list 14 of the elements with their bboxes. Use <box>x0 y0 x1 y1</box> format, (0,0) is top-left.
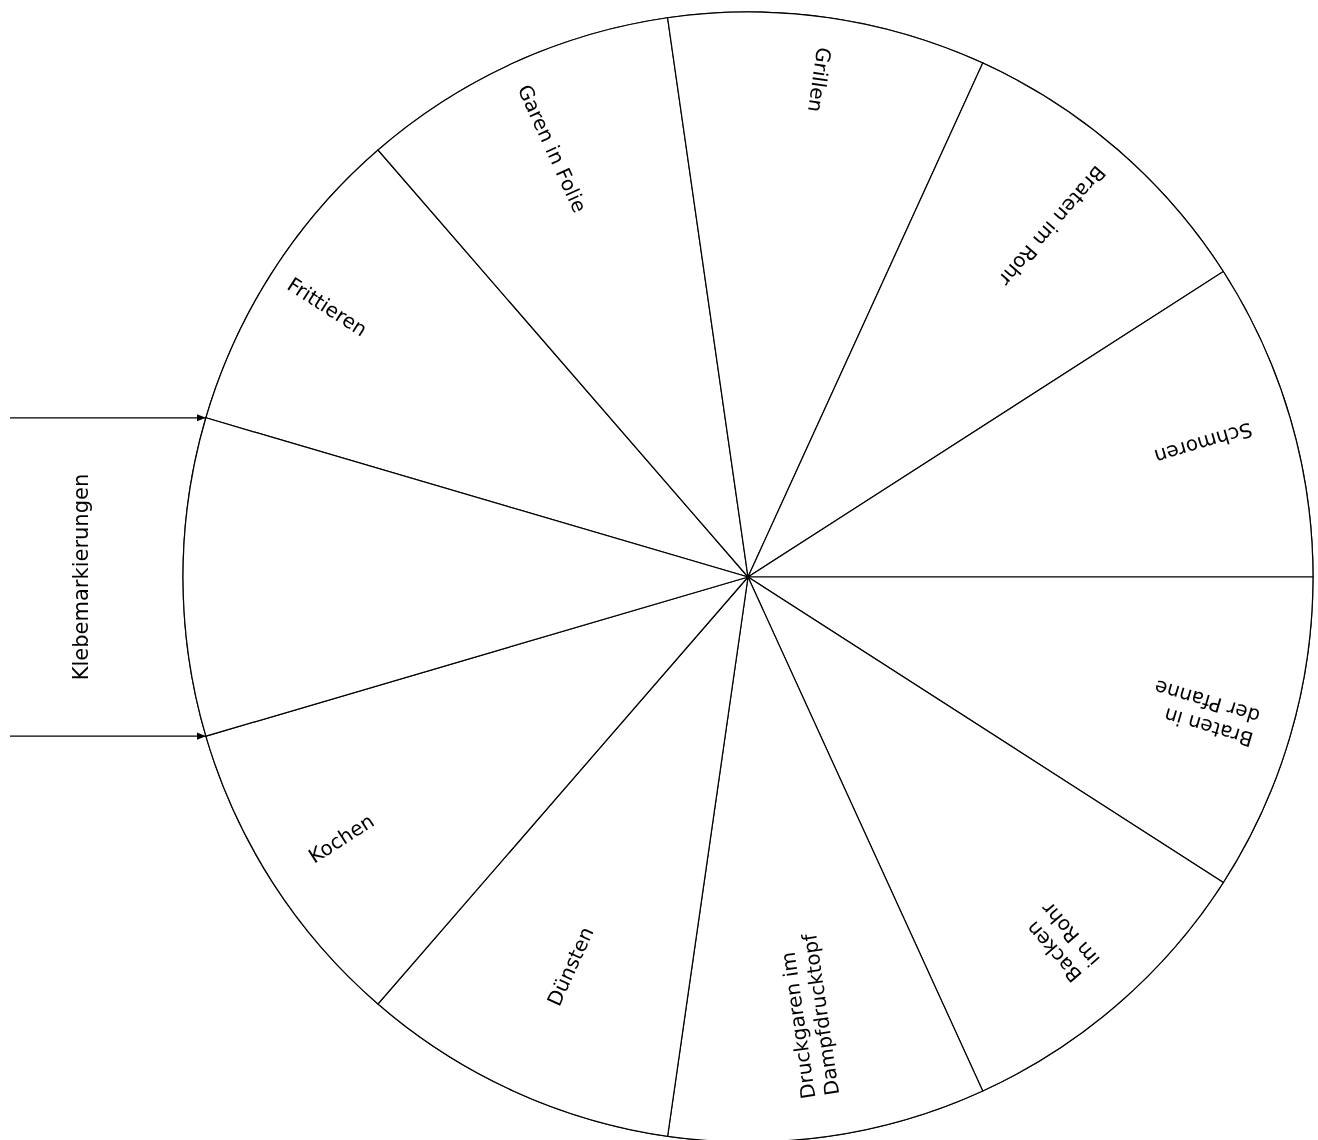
wheel-sector <box>205 576 749 1005</box>
wheel-sector <box>183 417 749 737</box>
wheel-sector <box>667 576 984 1140</box>
sector-label: Garen in Folie <box>512 80 592 217</box>
arrow <box>9 414 207 422</box>
wheel-sector <box>377 576 749 1137</box>
wheel-sector <box>747 576 1314 884</box>
sector-label: Braten in der Pfanne <box>1151 675 1263 752</box>
side-label: Klebemarkierungen <box>69 473 93 681</box>
arrow <box>9 732 207 740</box>
cooking-wheel <box>182 11 1314 1140</box>
wheel-sector <box>377 17 749 578</box>
wheel-sector <box>667 11 984 578</box>
sector-label: Grillen <box>802 45 837 114</box>
